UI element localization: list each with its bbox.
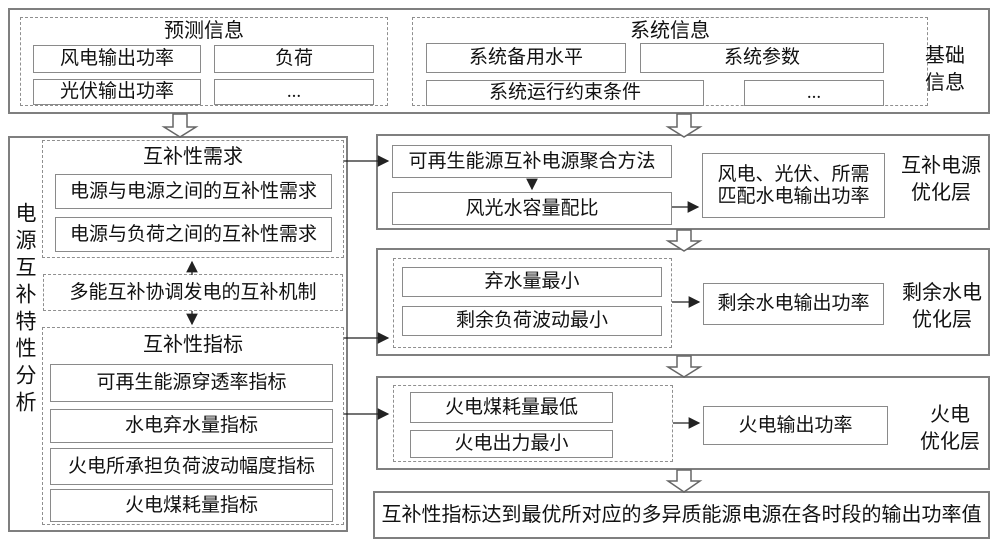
prediction-more-box: ...: [214, 79, 374, 105]
thermal-load-fluctuation-index-box: 火电所承担负荷波动幅度指标: [50, 448, 333, 485]
system-info-title: 系统信息: [630, 20, 710, 42]
source-source-demand-box: 电源与电源之间的互补性需求: [55, 174, 332, 209]
mechanism-box: 多能互补协调发电的互补机制: [43, 274, 343, 311]
source-load-demand-box: 电源与负荷之间的互补性需求: [55, 217, 332, 252]
min-residual-load-fluct-box: 剩余负荷波动最小: [402, 306, 662, 336]
result-box: 互补性指标达到最优所对应的多异质能源电源在各时段的输出功率值: [373, 491, 990, 539]
hydro-spillage-index-box: 水电弃水量指标: [50, 409, 333, 443]
min-coal-consumption-box: 火电煤耗量最低: [410, 392, 613, 423]
min-spillage-box: 弃水量最小: [402, 267, 662, 297]
thermal-output-box: 火电输出功率: [703, 406, 888, 445]
basic-info-label: 基础 信息: [925, 45, 965, 94]
aggregation-method-box: 可再生能源互补电源聚合方法: [392, 145, 672, 178]
matched-output-box: 风电、光伏、所需 匹配水电输出功率: [702, 153, 885, 218]
block-arrow-layer2-layer3: [665, 355, 703, 378]
layer3-label: 火电 优化层: [920, 404, 980, 453]
wind-output-box: 风电输出功率: [33, 45, 201, 73]
prediction-info-title: 预测信息: [164, 20, 244, 42]
analysis-vertical-label: 电源互补特性分析: [13, 202, 37, 418]
system-more-box: ...: [744, 80, 884, 106]
block-arrow-layer3-result: [665, 469, 703, 493]
block-arrow-top-left: [161, 113, 199, 138]
thermal-coal-index-box: 火电煤耗量指标: [50, 489, 333, 522]
renewable-penetration-index-box: 可再生能源穿透率指标: [50, 364, 333, 402]
layer2-label: 剩余水电 优化层: [902, 282, 982, 331]
system-params-box: 系统参数: [640, 43, 884, 73]
min-thermal-output-box: 火电出力最小: [410, 430, 613, 458]
system-reserve-box: 系统备用水平: [426, 43, 626, 73]
system-constraints-box: 系统运行约束条件: [426, 80, 704, 106]
capacity-ratio-box: 风光水容量配比: [392, 192, 672, 225]
pv-output-box: 光伏输出功率: [33, 79, 201, 105]
load-box: 负荷: [214, 45, 374, 73]
demand-title: 互补性需求: [143, 146, 243, 168]
remaining-hydro-output-box: 剩余水电输出功率: [703, 283, 884, 325]
layer1-label: 互补电源 优化层: [901, 155, 981, 204]
index-title: 互补性指标: [143, 334, 243, 356]
